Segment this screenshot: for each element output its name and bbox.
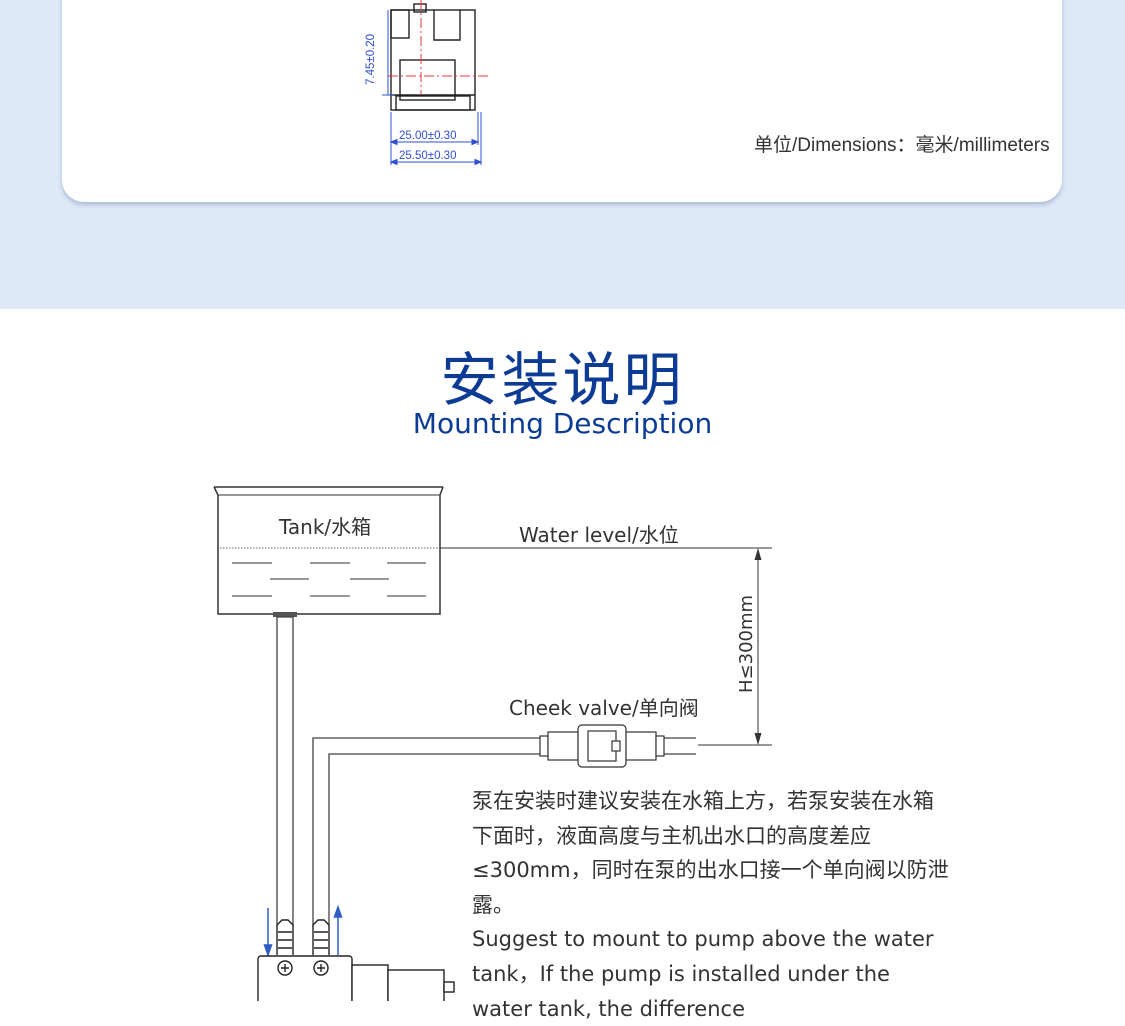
height-limit-label: H≤300mm xyxy=(736,594,757,693)
outlet-nozzle xyxy=(312,919,330,955)
tank-label: Tank/水箱 xyxy=(279,515,372,539)
dimension-card: 单位/Dimensions：毫米/millimeters xyxy=(62,0,1062,202)
pump-foot xyxy=(395,95,471,111)
arrowhead xyxy=(389,158,398,166)
arrowhead xyxy=(754,733,762,745)
section-title: 安装说明 xyxy=(440,346,685,414)
arrowhead xyxy=(471,138,480,146)
arrowhead xyxy=(754,548,762,560)
pump-head xyxy=(257,955,353,1001)
height-dimension-label: 7.45±0.20 xyxy=(365,34,377,85)
water-level-label: Water level/水位 xyxy=(519,523,679,547)
section-subtitle: Mounting Description xyxy=(412,407,713,440)
flow-up-arrow xyxy=(333,904,343,918)
mounting-diagram xyxy=(213,486,772,1001)
pump-motor-neck xyxy=(351,964,389,1001)
nozzle-barbs xyxy=(314,931,328,949)
width-outer-dimension-label: 25.50±0.30 xyxy=(399,150,456,162)
description-chinese: 泵在安装时建议安装在水箱上方，若泵安装在水箱下面时，液面高度与主机出水口的高度差… xyxy=(472,789,949,917)
units-label: 单位/Dimensions：毫米/millimeters xyxy=(754,135,1050,156)
inlet-pipe xyxy=(273,612,297,928)
tank-body xyxy=(213,486,444,615)
arrowhead xyxy=(389,138,398,146)
arrowhead xyxy=(474,158,483,166)
flow-arrows xyxy=(263,904,343,958)
pump-nozzle xyxy=(413,3,427,13)
description-english: Suggest to mount to pump above the water… xyxy=(472,927,934,1021)
pump-terminal-block xyxy=(390,9,410,39)
pump xyxy=(257,919,455,1001)
screw-cross xyxy=(281,964,325,972)
pump-motor xyxy=(387,969,445,1001)
mounting-description: 泵在安装时建议安装在水箱上方，若泵安装在水箱下面时，液面高度与主机出水口的高度差… xyxy=(472,784,952,1026)
pump-bracket xyxy=(433,10,461,41)
tank-water-ripples xyxy=(232,562,426,597)
inlet-nozzle xyxy=(276,919,294,955)
outlet-pipe xyxy=(312,737,696,927)
flow-down-arrow xyxy=(263,944,273,958)
check-valve xyxy=(539,724,665,768)
pump-dimension-drawing: 7.45±0.20 25.00±0.30 25.50±0.30 xyxy=(365,0,490,166)
nozzle-barbs xyxy=(278,931,292,949)
check-valve-label: Cheek valve/单向阀 xyxy=(509,696,699,720)
pump-terminal xyxy=(443,981,455,993)
pump-inner-chamber xyxy=(399,59,456,101)
width-inner-dimension-label: 25.00±0.30 xyxy=(399,130,456,142)
